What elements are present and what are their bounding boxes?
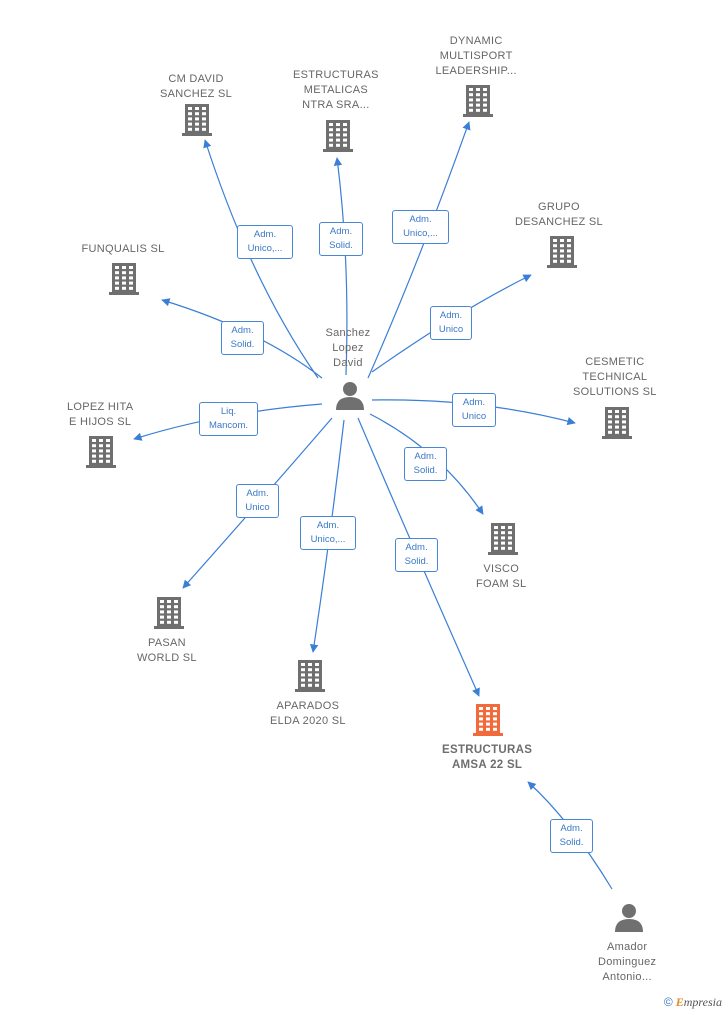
building-icon-cm_david[interactable] [182, 104, 212, 136]
edge-sanchez-dynamic [367, 121, 471, 379]
building-icon-dynamic[interactable] [463, 85, 493, 117]
building-icon-estr_met[interactable] [323, 120, 353, 152]
edge-label-sanchez-estr_amsa[interactable]: Adm.Solid. [395, 538, 438, 572]
building-icon-funqualis[interactable] [109, 263, 139, 295]
edge-sanchez-estr_met [333, 157, 348, 376]
building-icon-lopez[interactable] [86, 436, 116, 468]
edge-label-sanchez-visco[interactable]: Adm.Solid. [404, 447, 447, 481]
building-icon-estr_amsa[interactable] [473, 704, 503, 736]
edge-label-sanchez-aparados[interactable]: Adm.Unico,... [300, 516, 356, 550]
person-icon-amador[interactable] [615, 904, 643, 932]
building-icon-grupo[interactable] [547, 236, 577, 268]
edge-label-sanchez-estr_met[interactable]: Adm.Solid. [319, 222, 363, 256]
edge-label-sanchez-cm_david[interactable]: Adm.Unico,... [237, 225, 293, 259]
edge-label-sanchez-lopez[interactable]: Liq.Mancom. [199, 402, 258, 436]
building-icon-cesmetic[interactable] [602, 407, 632, 439]
brand-logo[interactable]: © Empresia [663, 995, 722, 1009]
building-icon-visco[interactable] [488, 523, 518, 555]
edge-label-sanchez-pasan[interactable]: Adm.Unico [236, 484, 279, 518]
edge-label-sanchez-grupo[interactable]: Adm.Unico [430, 306, 472, 340]
edge-label-amador-estr_amsa[interactable]: Adm.Solid. [550, 819, 593, 853]
node-label-funqualis[interactable]: FUNQUALIS SL [81, 243, 165, 255]
building-icon-pasan[interactable] [154, 597, 184, 629]
building-icon-aparados[interactable] [295, 660, 325, 692]
edge-label-sanchez-dynamic[interactable]: Adm.Unico,... [392, 210, 449, 244]
person-icon-sanchez[interactable] [336, 382, 364, 410]
edge-label-sanchez-cesmetic[interactable]: Adm.Unico [452, 393, 496, 427]
edge-label-sanchez-funqualis[interactable]: Adm.Solid. [221, 321, 264, 355]
edge-sanchez-cm_david [203, 139, 319, 379]
copyright-icon: © [663, 995, 673, 1009]
